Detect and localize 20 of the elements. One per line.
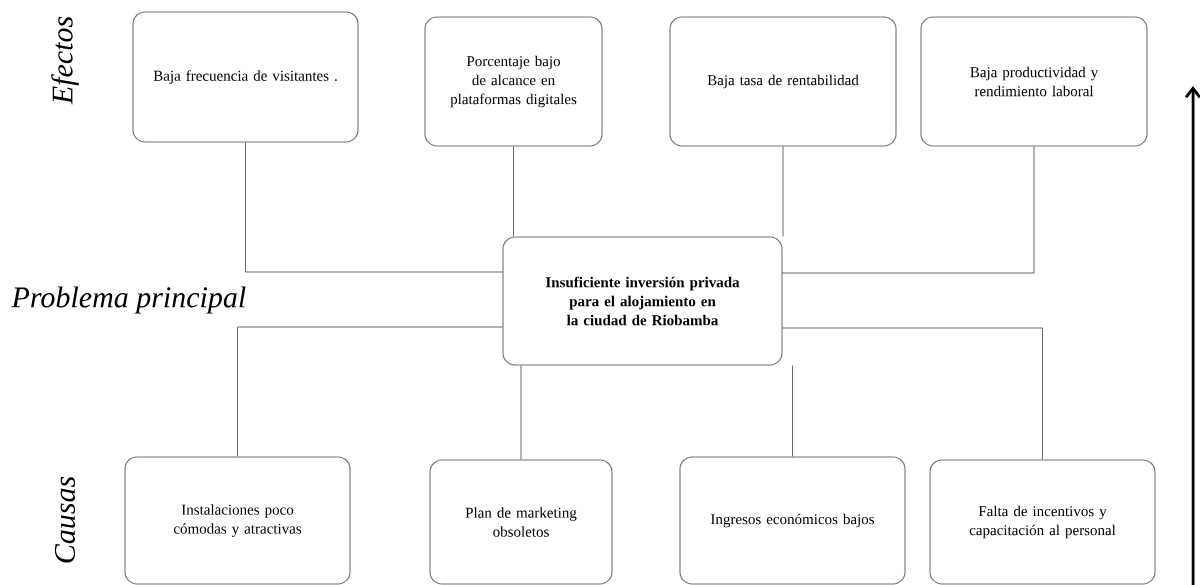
effect-box: Baja tasa de rentabilidad — [669, 16, 897, 147]
connector-line — [782, 146, 784, 237]
effect-box: Baja productividad y rendimiento laboral — [920, 16, 1148, 147]
effect-box: Porcentaje bajo de alcance en plataformas digitales — [424, 16, 603, 147]
effect-box: Baja frecuencia de visitantes . — [132, 11, 359, 143]
side-label: Causas — [54, 476, 76, 563]
cause-box: Instalaciones poco cómodas y atractivas — [124, 456, 351, 585]
connector-line — [781, 146, 1035, 274]
side-label: Problema principal — [11, 286, 246, 314]
connector-line — [245, 142, 504, 273]
cause-box: Plan de marketing obsoletos — [429, 459, 613, 585]
connector-line — [513, 146, 514, 237]
problem-box: Insuficiente inversión privada para el alojamiento en la ciudad de Riobamba — [502, 236, 783, 366]
connector-line — [781, 327, 1043, 460]
cause-box: Ingresos económicos bajos — [679, 456, 906, 585]
connector-line — [520, 365, 522, 460]
connector-line — [237, 326, 504, 457]
side-label: Efectos — [51, 16, 79, 105]
connector-line — [792, 365, 793, 457]
cause-box: Falta de incentivos y capacitación al personal — [929, 459, 1156, 585]
